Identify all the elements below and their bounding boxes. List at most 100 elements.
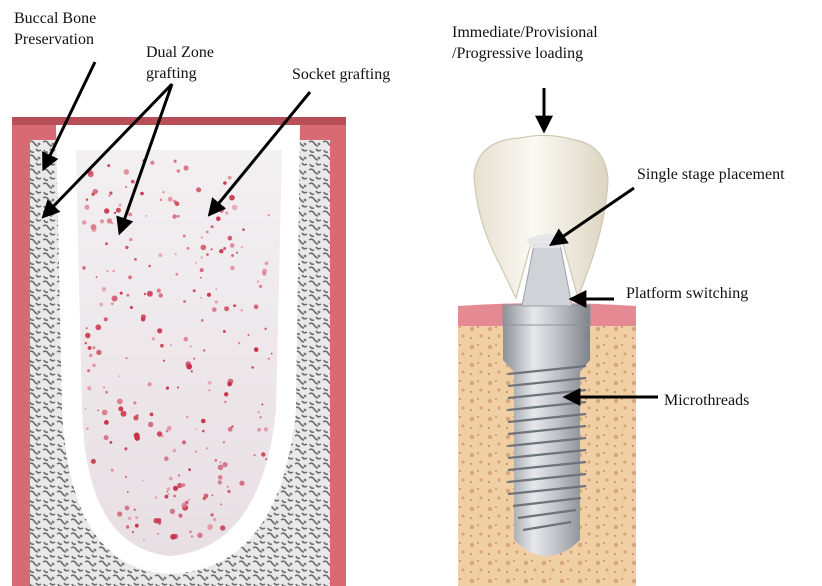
graft-particle [170, 534, 176, 540]
graft-particle [140, 192, 144, 196]
graft-particle [104, 317, 108, 321]
graft-particle [110, 441, 113, 444]
graft-particle [195, 451, 197, 453]
graft-particle [143, 539, 145, 541]
graft-particle [211, 225, 214, 228]
graft-particle [126, 294, 129, 297]
graft-particle [147, 291, 153, 297]
graft-particle [177, 386, 179, 388]
graft-particle [163, 360, 165, 362]
graft-particle [201, 256, 203, 258]
graft-particle [114, 212, 116, 214]
graft-particle [88, 171, 94, 177]
graft-particle [228, 176, 232, 180]
graft-particle [230, 243, 235, 248]
graft-particle [127, 491, 129, 493]
graft-particle [126, 357, 128, 359]
graft-particle [271, 353, 273, 355]
graft-particle [227, 382, 232, 387]
graft-particle [224, 306, 229, 311]
graft-particle [207, 524, 213, 530]
graft-particle [113, 270, 115, 272]
graft-particle [201, 236, 203, 238]
graft-particle [163, 191, 165, 193]
graft-particle [191, 370, 193, 372]
graft-particle [161, 435, 164, 438]
graft-particle [215, 300, 218, 303]
graft-particle [85, 408, 87, 410]
graft-particle [239, 481, 244, 486]
graft-particle [107, 218, 112, 223]
graft-particle [223, 462, 228, 467]
graft-particle [148, 265, 151, 268]
graft-particle [111, 302, 114, 305]
graft-particle [212, 494, 214, 496]
graft-particle [124, 169, 130, 175]
graft-particle [219, 209, 223, 213]
graft-particle [169, 477, 173, 481]
graft-particle [264, 328, 266, 330]
graft-particle [220, 462, 222, 464]
graft-particle [167, 491, 169, 493]
graft-particle [95, 324, 101, 330]
graft-particle [184, 165, 189, 170]
graft-particle [126, 525, 129, 528]
graft-particle [148, 422, 153, 427]
abutment [522, 244, 572, 306]
graft-particle [232, 205, 238, 211]
graft-particle [104, 420, 109, 425]
graft-particle [125, 186, 127, 188]
graft-particle [183, 235, 186, 238]
graft-particle [175, 273, 178, 276]
graft-particle [102, 410, 108, 416]
graft-particle [134, 258, 137, 261]
graft-particle [128, 517, 131, 520]
graft-particle [103, 386, 105, 388]
graft-particle [184, 337, 189, 342]
graft-particle [173, 486, 178, 491]
graft-particle [155, 496, 158, 499]
graft-particle [200, 277, 202, 279]
graft-particle [248, 334, 250, 336]
graft-particle [142, 480, 144, 482]
label-dual-zone-grafting: Dual Zone grafting [146, 42, 214, 84]
graft-particle [229, 195, 235, 201]
graft-particle [102, 287, 107, 292]
graft-particle [178, 474, 180, 476]
graft-particle [225, 212, 228, 215]
graft-particle [125, 246, 128, 249]
graft-particle [213, 518, 216, 521]
graft-particle [186, 247, 189, 250]
graft-particle [170, 344, 172, 346]
graft-particle [150, 161, 154, 165]
graft-particle [134, 433, 140, 439]
graft-particle [105, 242, 108, 245]
graft-particle [166, 430, 169, 433]
graft-particle [131, 180, 135, 184]
graft-particle [112, 296, 118, 302]
graft-particle [157, 328, 162, 333]
graft-particle [92, 189, 97, 194]
graft-particle [125, 476, 127, 478]
graft-particle [85, 342, 87, 344]
graft-particle [121, 411, 127, 417]
graft-particle [216, 289, 218, 291]
graft-particle [129, 238, 132, 241]
graft-particle [119, 204, 122, 207]
graft-particle [92, 364, 96, 368]
graft-particle [133, 415, 138, 420]
label-loading: Immediate/Provisional /Progressive loadi… [452, 22, 598, 64]
label-microthreads: Microthreads [664, 390, 749, 411]
graft-particle [196, 187, 201, 192]
graft-particle [238, 342, 240, 344]
graft-particle [259, 416, 261, 418]
graft-particle [254, 454, 256, 456]
graft-particle [223, 181, 227, 185]
graft-particle [236, 252, 238, 254]
graft-particle [91, 227, 96, 232]
graft-particle [182, 440, 186, 444]
graft-particle [227, 486, 229, 488]
graft-particle [160, 199, 163, 202]
graft-particle [116, 208, 121, 213]
